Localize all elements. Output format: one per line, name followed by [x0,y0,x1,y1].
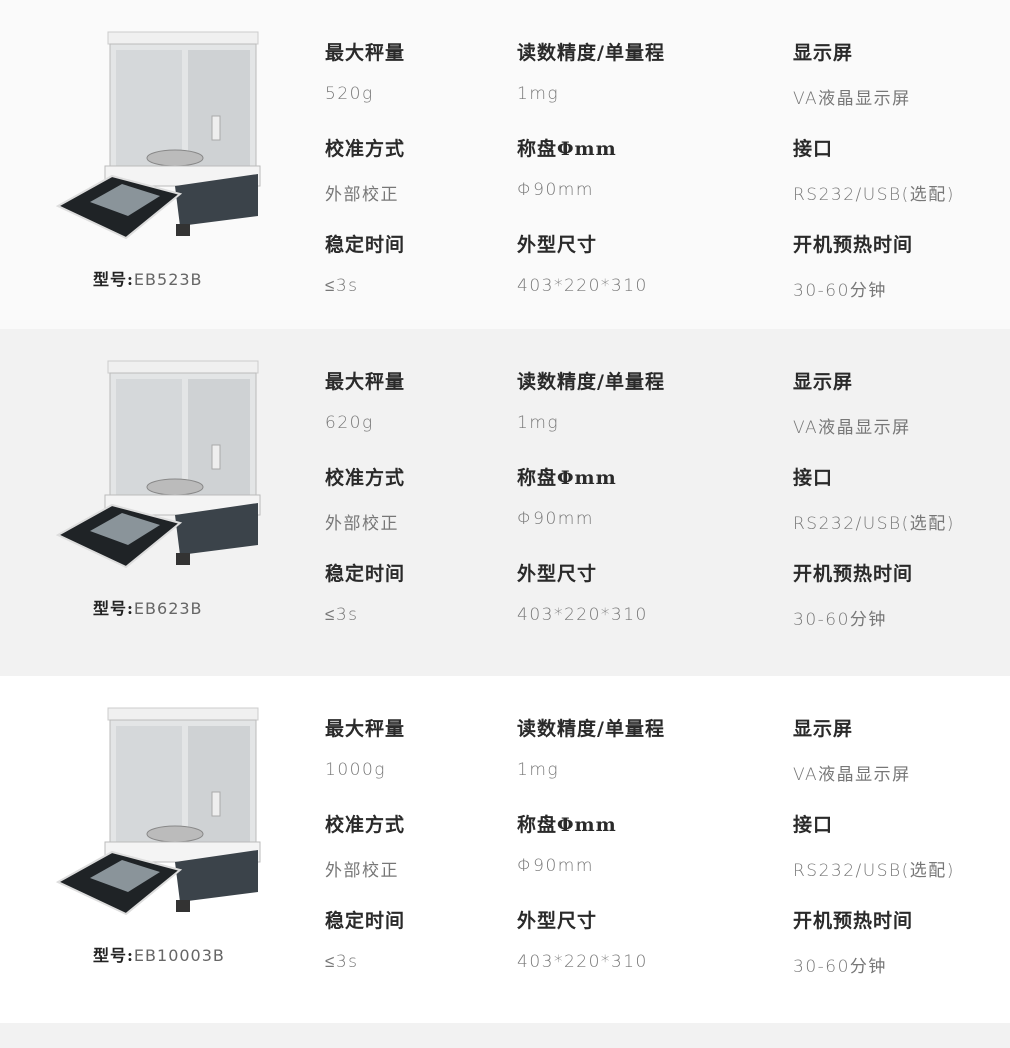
spec-value: 30-60分钟 [793,281,887,301]
spec-label: 稳定时间 [325,234,406,256]
spec-value: 620g [325,413,374,433]
spec-item: 接口 RS232/USB(选配) [793,810,955,881]
spec-item: 称盘Φmm Φ90mm [517,134,617,200]
spec-value: Φ90mm [517,180,594,200]
model-label: 型号: [93,946,134,965]
spec-value: 30-60分钟 [793,610,887,630]
model-value: EB623B [133,599,203,618]
spec-value: 外部校正 [325,861,399,881]
spec-value: RS232/USB(选配) [793,185,955,205]
spec-item: 开机预热时间 30-60分钟 [793,906,913,977]
spec-item: 显示屏 VA液晶显示屏 [793,714,911,785]
product-section: 型号:EB10003B 最大秤量 1000g 读数精度/单量程 1mg 显示屏 … [0,676,1010,1023]
spec-item: 读数精度/单量程 1mg [517,38,665,104]
spec-item: 最大秤量 620g [325,367,405,433]
spec-label: 开机预热时间 [793,563,914,585]
spec-value: 520g [325,84,374,104]
spec-value: ≤3s [325,952,359,972]
spec-label: 最大秤量 [325,371,406,393]
spec-item: 接口 RS232/USB(选配) [793,134,955,205]
spec-label: 称盘Φmm [517,814,617,836]
spec-value: RS232/USB(选配) [793,514,955,534]
spec-value: Φ90mm [517,856,594,876]
spec-value: VA液晶显示屏 [793,765,911,785]
spec-label: 读数精度/单量程 [517,42,665,64]
spec-label: 开机预热时间 [793,910,914,932]
spec-item: 外型尺寸 403*220*310 [517,906,648,972]
spec-value: 外部校正 [325,514,399,534]
model-value: EB523B [133,270,203,289]
spec-value: 403*220*310 [517,276,648,296]
spec-label: 稳定时间 [325,563,406,585]
spec-value: ≤3s [325,276,359,296]
spec-label: 校准方式 [325,814,406,836]
spec-item: 最大秤量 520g [325,38,405,104]
product-section: 型号:EB623B 最大秤量 620g 读数精度/单量程 1mg 显示屏 VA液… [0,329,1010,676]
spec-label: 稳定时间 [325,910,406,932]
spec-label: 校准方式 [325,467,406,489]
spec-label: 显示屏 [793,42,854,64]
spec-value: 403*220*310 [517,952,648,972]
balance-product-image [50,355,270,575]
spec-value: 1mg [517,84,560,104]
spec-item: 校准方式 外部校正 [325,463,405,534]
spec-label: 称盘Φmm [517,138,617,160]
spec-value: 外部校正 [325,185,399,205]
spec-label: 外型尺寸 [517,563,598,585]
model-label: 型号: [93,270,134,289]
spec-label: 接口 [793,814,834,836]
spec-label: 显示屏 [793,718,854,740]
spec-label: 开机预热时间 [793,234,914,256]
spec-label: 读数精度/单量程 [517,371,665,393]
spec-value: VA液晶显示屏 [793,418,911,438]
spec-label: 显示屏 [793,371,854,393]
spec-item: 接口 RS232/USB(选配) [793,463,955,534]
model-number: 型号:EB623B [93,595,203,619]
model-number: 型号:EB10003B [93,942,225,966]
spec-label: 读数精度/单量程 [517,718,665,740]
spec-item: 稳定时间 ≤3s [325,230,405,296]
spec-item: 外型尺寸 403*220*310 [517,230,648,296]
spec-label: 外型尺寸 [517,910,598,932]
model-value: EB10003B [133,946,225,965]
spec-label: 最大秤量 [325,718,406,740]
spec-label: 最大秤量 [325,42,406,64]
spec-item: 显示屏 VA液晶显示屏 [793,38,911,109]
spec-item: 最大秤量 1000g [325,714,405,780]
spec-value: 30-60分钟 [793,957,887,977]
model-number: 型号:EB523B [93,266,203,290]
spec-item: 开机预热时间 30-60分钟 [793,559,913,630]
spec-value: Φ90mm [517,509,594,529]
spec-value: 1mg [517,760,560,780]
spec-item: 校准方式 外部校正 [325,810,405,881]
spec-value: 1000g [325,760,386,780]
spec-item: 读数精度/单量程 1mg [517,367,665,433]
spec-item: 稳定时间 ≤3s [325,559,405,625]
spec-item: 开机预热时间 30-60分钟 [793,230,913,301]
spec-value: 403*220*310 [517,605,648,625]
spec-value: VA液晶显示屏 [793,89,911,109]
spec-label: 称盘Φmm [517,467,617,489]
spec-item: 称盘Φmm Φ90mm [517,463,617,529]
product-section: 型号:EB523B 最大秤量 520g 读数精度/单量程 1mg 显示屏 VA液… [0,0,1010,329]
spec-item: 外型尺寸 403*220*310 [517,559,648,625]
spec-item: 显示屏 VA液晶显示屏 [793,367,911,438]
spec-value: ≤3s [325,605,359,625]
model-label: 型号: [93,599,134,618]
spec-label: 接口 [793,467,834,489]
spec-item: 校准方式 外部校正 [325,134,405,205]
balance-product-image [50,702,270,922]
balance-product-image [50,26,270,246]
spec-label: 外型尺寸 [517,234,598,256]
spec-item: 读数精度/单量程 1mg [517,714,665,780]
spec-label: 校准方式 [325,138,406,160]
spec-value: 1mg [517,413,560,433]
spec-label: 接口 [793,138,834,160]
spec-value: RS232/USB(选配) [793,861,955,881]
spec-item: 稳定时间 ≤3s [325,906,405,972]
spec-item: 称盘Φmm Φ90mm [517,810,617,876]
